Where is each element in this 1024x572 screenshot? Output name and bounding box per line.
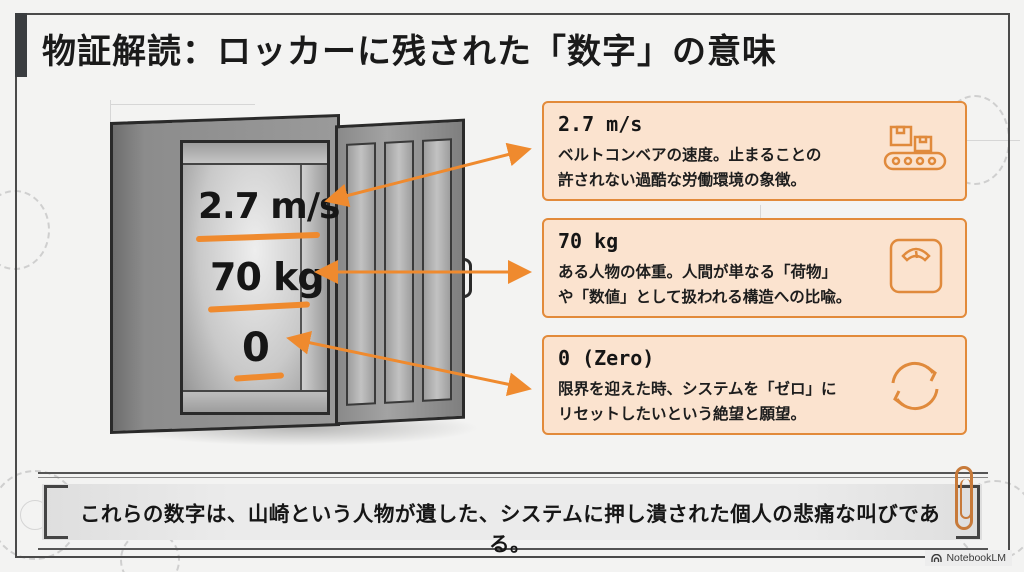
bracket-right	[956, 485, 980, 539]
page-title: 物証解読：ロッカーに残された「数字」の意味	[42, 32, 777, 72]
weighing-scale-icon	[889, 238, 943, 294]
door-panel	[422, 138, 452, 402]
explanation-card-weight: 70 kg ある人物の体重。人間が単なる「荷物」 や「数値」として扱われる構造へ…	[542, 218, 967, 318]
card-description: ベルトコンベアの速度。止まることの 許されない過酷な労働環境の象徴。	[558, 143, 878, 193]
blueprint-line	[760, 205, 761, 219]
refresh-cycle-icon	[891, 362, 939, 410]
brand-label: NotebookLM	[946, 552, 1006, 564]
conclusion-banner	[42, 484, 982, 540]
explanation-card-speed: 2.7 m/s ベルトコンベアの速度。止まることの 許されない過酷な労働環境の象…	[542, 101, 967, 201]
door-panel	[346, 142, 376, 406]
card-title: 70 kg	[558, 229, 619, 253]
locker-illustration: 2.7 m/s 70 kg 0	[100, 110, 540, 450]
card-description-line: 許されない過酷な労働環境の象徴。	[558, 171, 807, 189]
title-accent-bar	[15, 13, 27, 77]
notebooklm-logo-icon	[931, 553, 943, 562]
conclusion-banner-frame	[38, 472, 988, 550]
locker-door	[335, 118, 465, 426]
card-title: 2.7 m/s	[558, 112, 643, 136]
slide-frame	[15, 13, 1010, 558]
bracket-left	[44, 485, 68, 539]
conveyor-belt-icon	[883, 125, 947, 171]
card-title: 0 (Zero)	[558, 346, 655, 370]
door-panel	[384, 140, 414, 404]
conclusion-text: これらの数字は、山崎という人物が遺した、システムに押し潰された個人の悲痛な叫びで…	[79, 502, 941, 556]
card-description-line: リセットしたいという絶望と願望。	[558, 405, 807, 423]
notebooklm-watermark: NotebookLM	[925, 550, 1012, 566]
card-description: 限界を迎えた時、システムを「ゼロ」に リセットしたいという絶望と願望。	[558, 377, 878, 427]
locker-interior-ceiling	[183, 143, 327, 165]
handwritten-number-speed: 2.7 m/s	[198, 186, 340, 227]
card-description-line: ベルトコンベアの速度。止まることの	[558, 146, 822, 164]
blueprint-line	[110, 100, 111, 130]
door-handle	[462, 258, 472, 298]
blueprint-line	[110, 104, 255, 105]
handwritten-number-zero: 0	[242, 325, 270, 371]
paperclip-icon	[955, 466, 973, 530]
card-description-line: ある人物の体重。人間が単なる「荷物」	[558, 263, 838, 281]
card-description-line: 限界を迎えた時、システムを「ゼロ」に	[558, 380, 837, 398]
card-description-line: や「数値」として扱われる構造への比喩。	[558, 288, 852, 306]
card-description: ある人物の体重。人間が単なる「荷物」 や「数値」として扱われる構造への比喩。	[558, 260, 878, 310]
locker-interior-floor	[183, 390, 327, 412]
handwritten-number-weight: 70 kg	[210, 255, 325, 299]
explanation-card-zero: 0 (Zero) 限界を迎えた時、システムを「ゼロ」に リセットしたいという絶望…	[542, 335, 967, 435]
